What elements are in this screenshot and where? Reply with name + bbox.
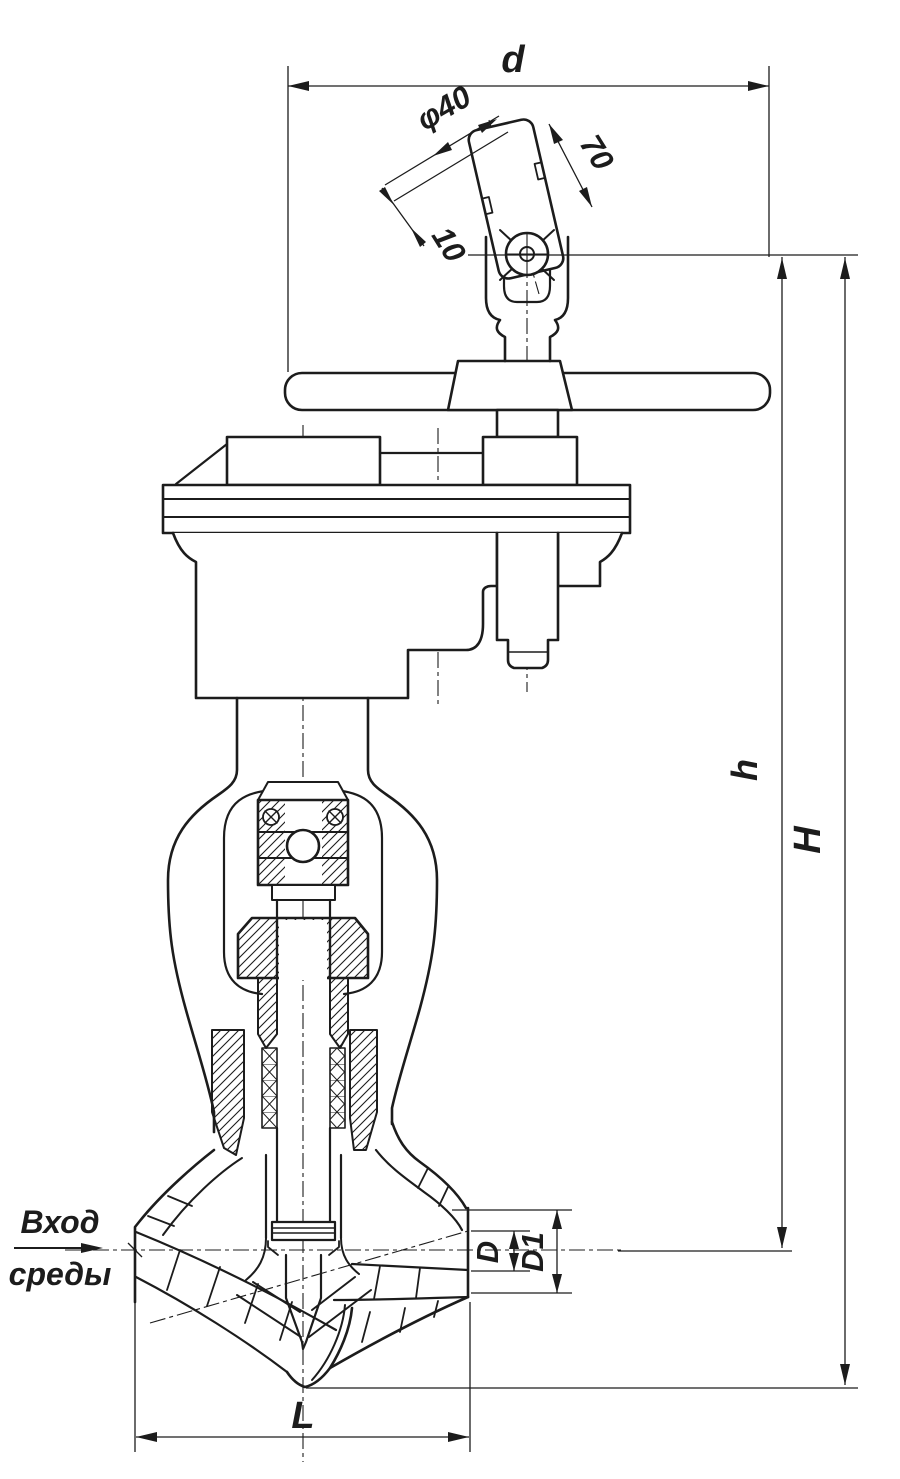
housing-right-block: [481, 435, 579, 487]
label-inlet-1: Вход: [20, 1204, 99, 1240]
d-arrow-right: [748, 81, 769, 91]
needle-plug: [284, 1253, 323, 1351]
bolt-cross-right: [328, 810, 342, 824]
dim70-arrow-top: [549, 124, 563, 144]
arrowheads: [81, 81, 850, 1442]
bolt-cross-left: [264, 810, 278, 824]
coupling-pin: [285, 828, 321, 864]
L-arrow-right: [448, 1432, 469, 1442]
outlet-lower-band: [332, 1262, 470, 1302]
inlet-band-ticks: [166, 1249, 293, 1341]
inlet-band-lower: [134, 1275, 289, 1374]
label-D: D: [470, 1241, 505, 1263]
outlet-band-inner: [374, 1148, 464, 1232]
housing-flange: [161, 483, 632, 535]
dim10-arrow-top: [379, 187, 394, 205]
dimension-labels: d φ40 70 10 h H D D1 L Вход среды: [9, 39, 829, 1437]
h-arrow-bottom: [777, 1227, 787, 1248]
D1-arrow-top: [552, 1210, 562, 1229]
D-arrow-top: [509, 1231, 519, 1249]
inlet-arrow-head: [81, 1243, 103, 1253]
phi40-arrow-right: [478, 119, 497, 133]
d-arrow-left: [288, 81, 309, 91]
stuffingbox-wall-left: [211, 1029, 245, 1156]
stem-boss-stub: [495, 531, 560, 670]
label-h: h: [724, 759, 765, 781]
valve-outline: [133, 118, 772, 1389]
label-70: 70: [573, 129, 621, 177]
stem-in-nut: [275, 916, 332, 980]
packing-stack-right: [329, 1047, 346, 1129]
handwheel-hub: [446, 359, 574, 412]
housing-chamfer: [174, 442, 229, 486]
seat-bore-lines: [236, 1276, 372, 1338]
D1-arrow-bottom: [552, 1274, 562, 1293]
flange-lines: [162, 498, 631, 518]
D1-extension-lines: [452, 1209, 572, 1294]
housing-left-block: [225, 435, 382, 487]
housing-body-right: [556, 531, 624, 588]
stem-clevis-fork: [484, 235, 570, 363]
inlet-tick: [127, 1242, 143, 1258]
label-D1: D1: [515, 1232, 550, 1272]
H-arrow-top: [840, 258, 850, 279]
collar-chamfers: [267, 1240, 340, 1256]
stem-guide-sleeve: [264, 1153, 343, 1240]
body-bottom-right-edge: [328, 1295, 470, 1370]
lever-notches: [481, 161, 546, 216]
stem-collar-ring: [270, 1220, 337, 1242]
lobe-inner-curve: [311, 1304, 346, 1381]
label-H: H: [787, 825, 829, 854]
gland-follower-left: [257, 977, 278, 1049]
L-arrow-left: [136, 1432, 157, 1442]
body-left-inner: [162, 1157, 243, 1236]
gland-nut-stem-gap: [279, 920, 327, 980]
L-extension-lines: [134, 1302, 471, 1452]
gland-follower-right: [329, 977, 349, 1049]
yoke-window-left: [222, 788, 274, 996]
label-d: d: [501, 39, 525, 81]
left-wall-ticks: [147, 1195, 193, 1227]
dim10-arrow-bottom: [411, 228, 426, 247]
seat-throat: [245, 1237, 360, 1281]
bonnet-dome-left: [166, 696, 239, 1134]
stem-lower: [275, 1126, 332, 1224]
packing-stack-left: [261, 1047, 278, 1129]
outlet-band-ticks: [417, 1167, 449, 1207]
label-10: 10: [425, 221, 473, 269]
body-bottom-lobe: [285, 1306, 354, 1389]
body-left-outer: [133, 1148, 216, 1304]
inlet-band-upper: [134, 1230, 338, 1332]
phi40-parallel-line: [393, 131, 509, 202]
dim70-arrow-bottom: [579, 187, 592, 207]
bonnet-dome-right: [366, 696, 439, 1126]
collar-lines: [271, 1227, 336, 1234]
coupling-step: [271, 884, 336, 901]
outlet-lower-ticks: [373, 1265, 421, 1300]
stem-collar: [257, 781, 349, 801]
clevis-inner-slot: [502, 238, 552, 304]
D-extension-lines: [471, 1230, 530, 1272]
dimension-lines: [14, 66, 858, 1452]
D-arrow-bottom: [509, 1253, 519, 1271]
pin-center-marks: [505, 232, 549, 276]
yoke-window-right: [332, 788, 384, 996]
label-L: L: [291, 1395, 314, 1437]
hub-collar: [495, 408, 560, 439]
label-inlet-2: среды: [9, 1256, 112, 1292]
h-arrow-top: [777, 258, 787, 279]
H-arrow-bottom: [840, 1364, 850, 1385]
stuffingbox-wall-right: [349, 1029, 378, 1151]
outlet-branch-centerline: [149, 1230, 469, 1324]
outlet-band-upper: [390, 1120, 468, 1210]
phi40-arrow-left: [433, 142, 452, 156]
label-phi40: φ40: [411, 79, 477, 137]
housing-body-left: [171, 531, 499, 700]
bottom-wall-ticks: [361, 1300, 439, 1343]
